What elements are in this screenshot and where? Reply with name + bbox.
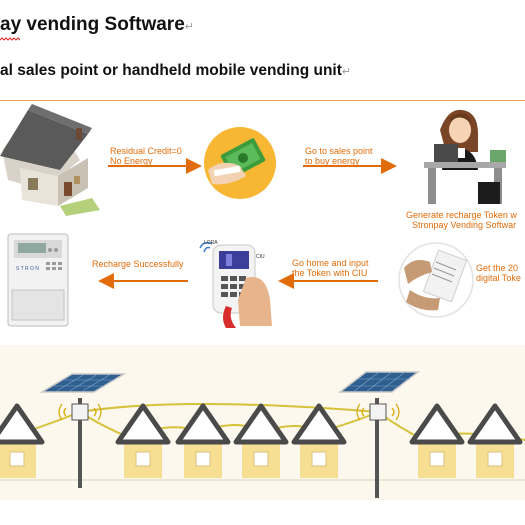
label-no-credit: Residual Credit=0 No Energy bbox=[110, 146, 182, 166]
label-line: Stronpay Vending Softwar bbox=[412, 220, 517, 230]
house-icon bbox=[233, 403, 289, 478]
document-subtitle: al sales point or handheld mobile vendin… bbox=[0, 62, 351, 80]
paragraph-mark: ↵ bbox=[184, 21, 194, 33]
house-icon bbox=[115, 403, 171, 478]
label-line: Go home and input bbox=[292, 258, 369, 268]
label-generate-token: Generate recharge Token w Stronpay Vendi… bbox=[406, 210, 517, 230]
label-line: Recharge Successfully bbox=[92, 259, 184, 269]
label-line: Go to sales point bbox=[305, 146, 373, 156]
house-icon bbox=[0, 403, 45, 478]
spellcheck-underline bbox=[0, 37, 20, 41]
ciu-text: CIU bbox=[256, 254, 265, 260]
house-icon bbox=[175, 403, 231, 478]
neighbourhood-scene bbox=[0, 345, 525, 500]
label-recharge-success: Recharge Successfully bbox=[92, 259, 184, 269]
document-title: ay vending Software↵ bbox=[0, 14, 194, 36]
label-line: Get the 20 bbox=[476, 263, 519, 273]
paragraph-mark: ↵ bbox=[341, 66, 352, 78]
house-icon bbox=[467, 403, 523, 478]
ciu-device-icon: LORA CIU bbox=[199, 240, 272, 328]
electricity-meter-icon: S T R O N bbox=[7, 233, 69, 327]
label-input-token: Go home and input the Token with CIU bbox=[292, 258, 369, 278]
house-icon bbox=[291, 403, 347, 478]
label-line: to buy energy bbox=[305, 156, 360, 166]
label-get-token: Get the 20 digital Toke bbox=[476, 263, 521, 283]
token-receipt-icon bbox=[398, 242, 474, 318]
label-line: No Energy bbox=[110, 156, 153, 166]
meter-brand-text: S T R O N bbox=[16, 266, 39, 272]
payment-icon bbox=[204, 127, 276, 199]
subtitle-text: al sales point or handheld mobile vendin… bbox=[0, 62, 342, 79]
label-line: the Token with CIU bbox=[292, 268, 368, 278]
label-go-to-sales-point: Go to sales point to buy energy bbox=[305, 146, 373, 166]
section-divider bbox=[0, 100, 525, 101]
label-line: digital Toke bbox=[476, 273, 521, 283]
house-icon bbox=[0, 104, 100, 216]
house-row bbox=[0, 403, 523, 478]
house-icon bbox=[409, 403, 465, 478]
title-text: ay vending Software bbox=[0, 14, 185, 35]
sales-clerk-icon bbox=[424, 109, 506, 204]
lora-text: LORA bbox=[204, 240, 218, 246]
label-line: Generate recharge Token w bbox=[406, 210, 517, 220]
label-line: Residual Credit=0 bbox=[110, 146, 182, 156]
